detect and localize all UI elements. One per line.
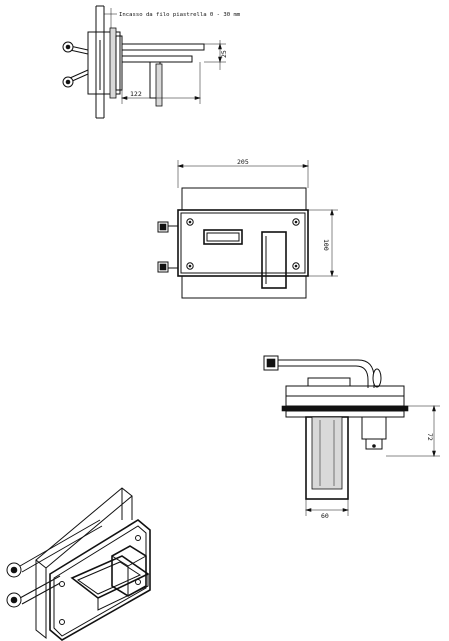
side-depth-dimension: 122 xyxy=(130,90,142,98)
front-view: 205 100 xyxy=(157,158,338,299)
tile-thickness-note: Incasso da filo piastrella 0 - 30 mm xyxy=(119,12,241,18)
section-view: 72 60 xyxy=(263,355,440,520)
front-height-dimension: 100 xyxy=(322,239,330,251)
front-width-dimension: 205 xyxy=(237,158,249,166)
side-height-dimension: 25 xyxy=(220,50,228,58)
section-width-dimension: 60 xyxy=(321,512,329,520)
section-height-dimension: 72 xyxy=(426,433,434,441)
isometric-view xyxy=(6,487,151,641)
side-view: Incasso da filo piastrella 0 - 30 mm 25 xyxy=(62,5,241,119)
